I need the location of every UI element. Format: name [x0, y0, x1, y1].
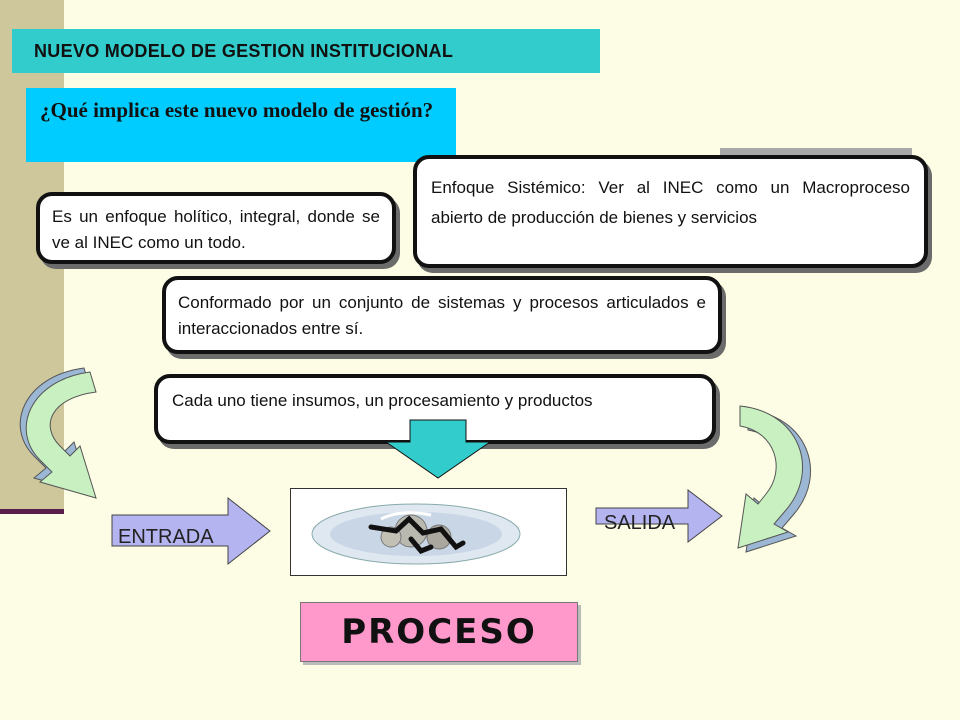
page-title: NUEVO MODELO DE GESTION INSTITUCIONAL	[12, 29, 600, 73]
decorative-side-line	[0, 509, 64, 514]
systemic-box: Enfoque Sistémico: Ver al INEC como un M…	[413, 155, 928, 268]
down-arrow-icon	[384, 419, 492, 479]
salida-arrow-icon	[595, 488, 723, 544]
process-image-frame	[290, 488, 567, 576]
entrada-label: ENTRADA	[118, 526, 214, 548]
each-one-box: Cada uno tiene insumos, un procesamiento…	[154, 374, 716, 444]
entrada-arrow-icon	[111, 496, 271, 566]
right-curved-arrow-icon	[737, 405, 811, 553]
gears-clipart-icon	[311, 503, 521, 565]
holistic-box: Es un enfoque holítico, integral, donde …	[36, 192, 396, 264]
question-heading: ¿Qué implica este nuevo modelo de gestió…	[26, 88, 456, 162]
salida-label: SALIDA	[604, 512, 676, 534]
conformed-box: Conformado por un conjunto de sistemas y…	[162, 276, 722, 354]
left-curved-arrow-icon	[19, 367, 97, 499]
proceso-label-box: PROCESO	[300, 602, 578, 662]
